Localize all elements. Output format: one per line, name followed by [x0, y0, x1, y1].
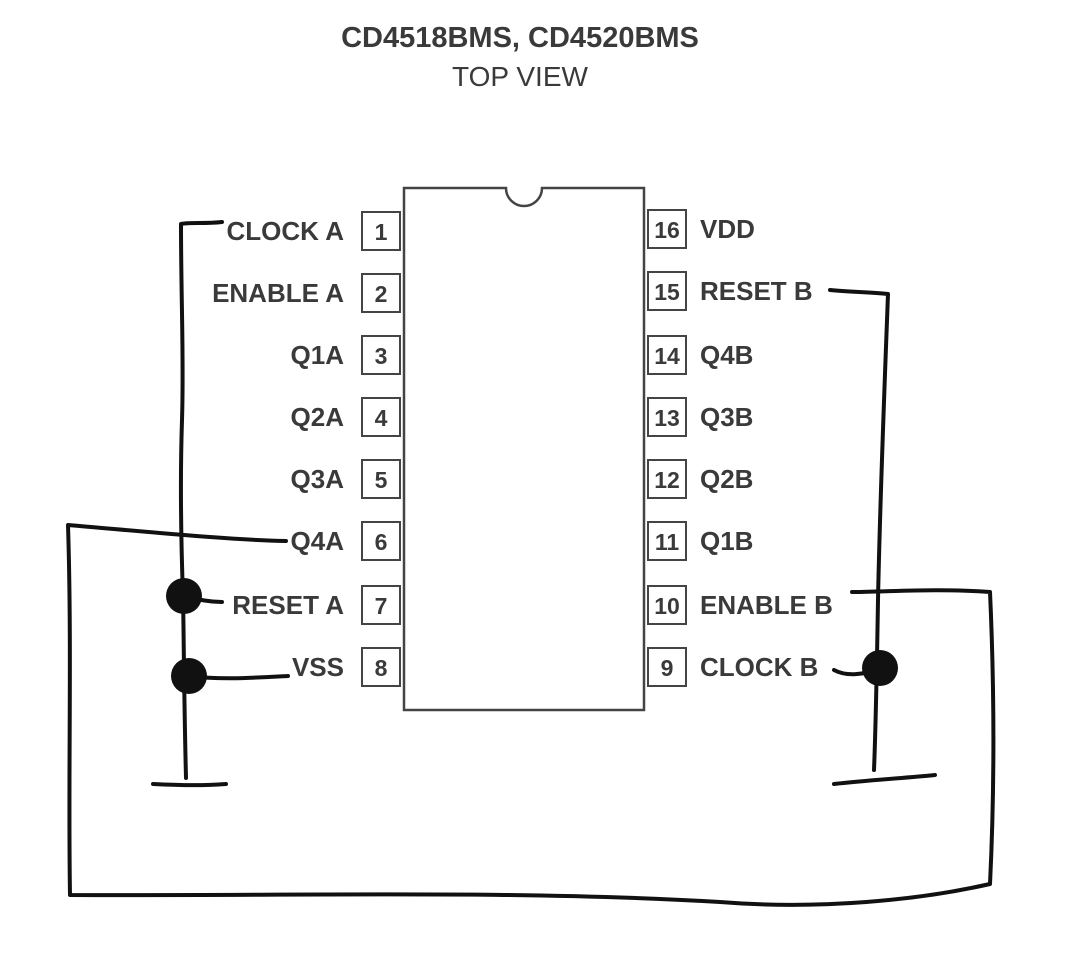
pin-11: 11 Q1B [647, 521, 753, 561]
pin-label: Q4A [291, 526, 345, 556]
pin-label: CLOCK B [700, 652, 818, 682]
pin-13: 13 Q3B [647, 397, 753, 437]
pin-12: 12 Q2B [647, 459, 753, 499]
pin-label: Q2B [700, 464, 753, 494]
pin-9: 9 CLOCK B [647, 647, 818, 687]
pin-label: Q4B [700, 340, 753, 370]
left-pins: 1 CLOCK A 2 ENABLE A 3 Q1A 4 Q2A 5 Q3A 6… [212, 211, 401, 687]
pin-number: 5 [375, 467, 388, 493]
chip-body [402, 186, 646, 712]
pin-label: Q3A [291, 464, 345, 494]
pin-14: 14 Q4B [647, 335, 753, 375]
pin-number: 11 [655, 529, 680, 555]
pin-label: Q3B [700, 402, 753, 432]
pin-number: 2 [375, 281, 388, 307]
right-pins: 16 VDD 15 RESET B 14 Q4B 13 Q3B 12 Q2B 1… [647, 209, 833, 687]
pin-number: 4 [375, 405, 388, 431]
junction-dot-reset-a [166, 578, 202, 614]
clock-a-ground-wire [178, 220, 224, 780]
pin-8: 8 VSS [292, 647, 401, 687]
diagram-subtitle: TOP VIEW [452, 61, 588, 92]
junction-dot-vss [171, 658, 207, 694]
pin-number: 8 [375, 655, 388, 681]
pin-number: 16 [654, 217, 680, 243]
pin-label: Q1B [700, 526, 753, 556]
pin-label: Q1A [291, 340, 345, 370]
pin-number: 7 [375, 593, 388, 619]
pin-label: VSS [292, 652, 344, 682]
pin-5: 5 Q3A [291, 459, 401, 499]
pin-3: 3 Q1A [291, 335, 401, 375]
pin-7: 7 RESET A [232, 585, 401, 625]
left-ground-symbol [151, 782, 228, 788]
pin-label: ENABLE A [212, 278, 344, 308]
pin-number: 9 [661, 655, 674, 681]
pin-number: 10 [654, 593, 680, 619]
pin-number: 1 [375, 219, 388, 245]
q4a-enable-b-loop-wire [66, 523, 996, 907]
pin-number: 15 [654, 279, 680, 305]
diagram-title: CD4518BMS, CD4520BMS [341, 22, 699, 54]
pin-number: 6 [375, 529, 388, 555]
pin-15: 15 RESET B [647, 271, 813, 311]
right-ground-symbol [832, 773, 937, 786]
pin-label: Q2A [291, 402, 345, 432]
pin-label: RESET A [232, 590, 344, 620]
pin-number: 3 [375, 343, 388, 369]
pin-16: 16 VDD [647, 209, 755, 249]
pin-label: VDD [700, 214, 755, 244]
pin-number: 13 [654, 405, 680, 431]
reset-b-ground-wire [828, 288, 890, 772]
junction-dot-clock-b [862, 650, 898, 686]
pin-number: 12 [654, 467, 680, 493]
pin-label: ENABLE B [700, 590, 833, 620]
pin-label: RESET B [700, 276, 813, 306]
pin-label: CLOCK A [227, 216, 345, 246]
pin-10: 10 ENABLE B [647, 585, 833, 625]
pin-4: 4 Q2A [291, 397, 401, 437]
pin-6: 6 Q4A [291, 521, 401, 561]
pin-2: 2 ENABLE A [212, 273, 401, 313]
pin-number: 14 [654, 343, 680, 369]
pin-1: 1 CLOCK A [227, 211, 401, 251]
